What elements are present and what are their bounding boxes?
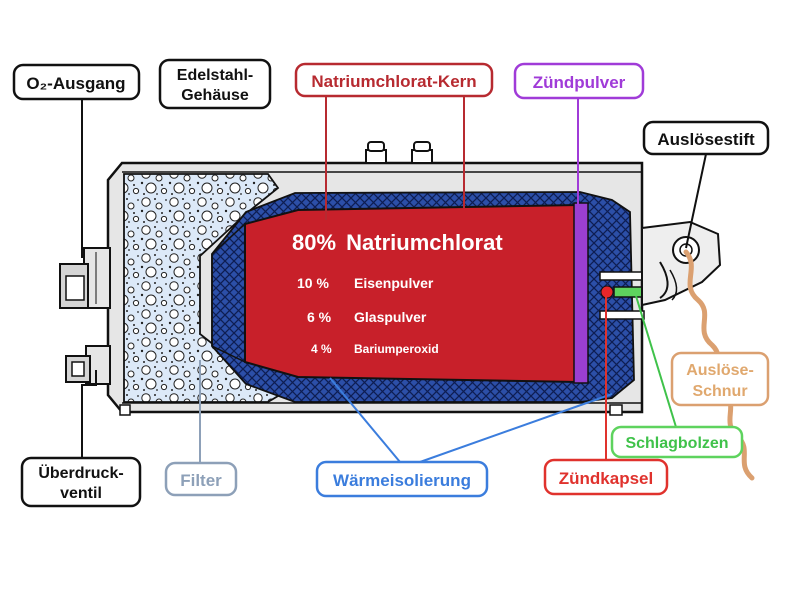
label-core-text: Natriumchlorat-Kern	[311, 72, 476, 91]
label-relief-valve-line1: Überdruck-	[38, 463, 123, 482]
composition-row-barium-peroxide: 4 % Bariumperoxid	[311, 342, 439, 356]
label-ignition-powder: Zündpulver	[513, 62, 645, 100]
housing-stud	[365, 141, 387, 164]
label-relief-valve-line2: ventil	[60, 485, 102, 502]
label-trigger-cord-line2: Schnur	[692, 383, 747, 400]
label-insulation-text: Wärmeisolierung	[333, 471, 471, 490]
label-firing-pin-text: Schlagbolzen	[625, 435, 728, 452]
label-filter: Filter	[164, 461, 238, 497]
label-firing-pin: Schlagbolzen	[610, 425, 744, 459]
label-stainless-housing: Edelstahl- Gehäuse	[158, 58, 272, 110]
composition-row-glass-powder: 6 % Glaspulver	[307, 309, 427, 325]
label-housing-line2: Gehäuse	[181, 87, 249, 104]
label-housing-line1: Edelstahl-	[177, 67, 253, 84]
pressure-relief-valve	[65, 345, 111, 385]
label-o2-outlet: O₂-Ausgang	[12, 63, 141, 101]
o2-outlet-fitting	[59, 247, 111, 309]
composition-row-iron-powder: 10 % Eisenpulver	[297, 275, 434, 291]
label-o2-outlet-text: O₂-Ausgang	[26, 74, 125, 93]
trigger-pin-bracket	[641, 220, 722, 307]
label-relief-valve: Überdruck- ventil	[20, 456, 142, 508]
composition-row-sodium-chlorate: 80% Natriumchlorat	[292, 230, 503, 255]
label-insulation: Wärmeisolierung	[315, 460, 489, 498]
label-core: Natriumchlorat-Kern	[294, 62, 494, 98]
ignition-powder-layer	[573, 202, 589, 384]
filter-granules	[123, 173, 280, 403]
label-trigger-pin: Auslösestift	[642, 120, 770, 156]
label-ignition-powder-text: Zündpulver	[533, 73, 626, 92]
label-primer: Zündkapsel	[543, 458, 669, 496]
housing-stud	[411, 141, 433, 164]
label-trigger-cord: Auslöse- Schnur	[670, 351, 770, 407]
label-primer-text: Zündkapsel	[559, 469, 653, 488]
leader-lines	[81, 94, 707, 463]
label-trigger-pin-text: Auslösestift	[657, 130, 755, 149]
label-trigger-cord-line1: Auslöse-	[686, 362, 754, 379]
composition-list: 80% Natriumchlorat 10 % Eisenpulver 6 % …	[292, 230, 503, 356]
label-filter-text: Filter	[180, 471, 222, 490]
